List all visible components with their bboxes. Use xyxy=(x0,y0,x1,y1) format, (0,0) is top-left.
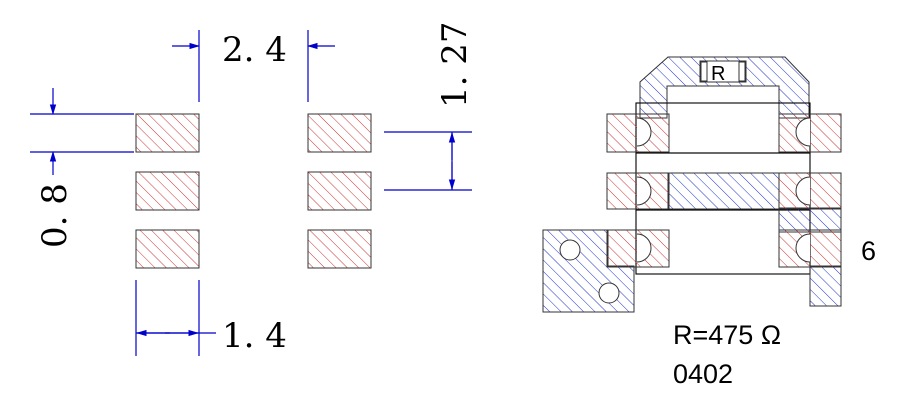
dimension-pitch: 1. 27 xyxy=(384,21,475,191)
pad-notch-l3 xyxy=(636,233,652,263)
pad-left-2 xyxy=(135,171,200,211)
pad-notch-r3 xyxy=(795,233,811,263)
land-pattern xyxy=(135,113,372,269)
pad-notch-l1 xyxy=(636,117,652,147)
resistor-body xyxy=(699,60,747,83)
resistor-symbol: R xyxy=(711,63,725,85)
dim-label-pad-width: 1. 4 xyxy=(222,316,287,356)
dim-label-pad-height: 0. 8 xyxy=(35,183,75,248)
right-copper-tail xyxy=(809,265,842,307)
pad-right-2 xyxy=(307,171,372,211)
middle-trace xyxy=(667,172,780,210)
pad-right-1 xyxy=(307,113,372,153)
routed-layout: R 6 R=475 Ω 0402 xyxy=(542,56,876,389)
resistor-trace xyxy=(639,56,810,119)
pin-number-label: 6 xyxy=(861,236,876,266)
package-label: 0402 xyxy=(673,359,733,389)
pad-right-3 xyxy=(307,229,372,269)
via-hole-2 xyxy=(598,282,620,304)
resistance-label: R=475 Ω xyxy=(673,320,781,350)
dim-label-pitch: 1. 27 xyxy=(435,21,475,108)
pad-notch-r1 xyxy=(795,117,811,147)
pad-left-3 xyxy=(135,229,200,269)
dimension-pad-width: 1. 4 xyxy=(135,280,287,356)
pad-left-1 xyxy=(135,113,200,153)
right-copper-strip xyxy=(778,207,842,233)
dimension-pad-spacing: 2. 4 xyxy=(172,30,335,102)
dim-label-pad-spacing: 2. 4 xyxy=(222,30,287,70)
pad-notch-l2 xyxy=(636,176,652,206)
pad-notch-r2 xyxy=(795,176,811,206)
dimension-pad-height: 0. 8 xyxy=(30,88,134,248)
via-hole-1 xyxy=(559,239,581,261)
